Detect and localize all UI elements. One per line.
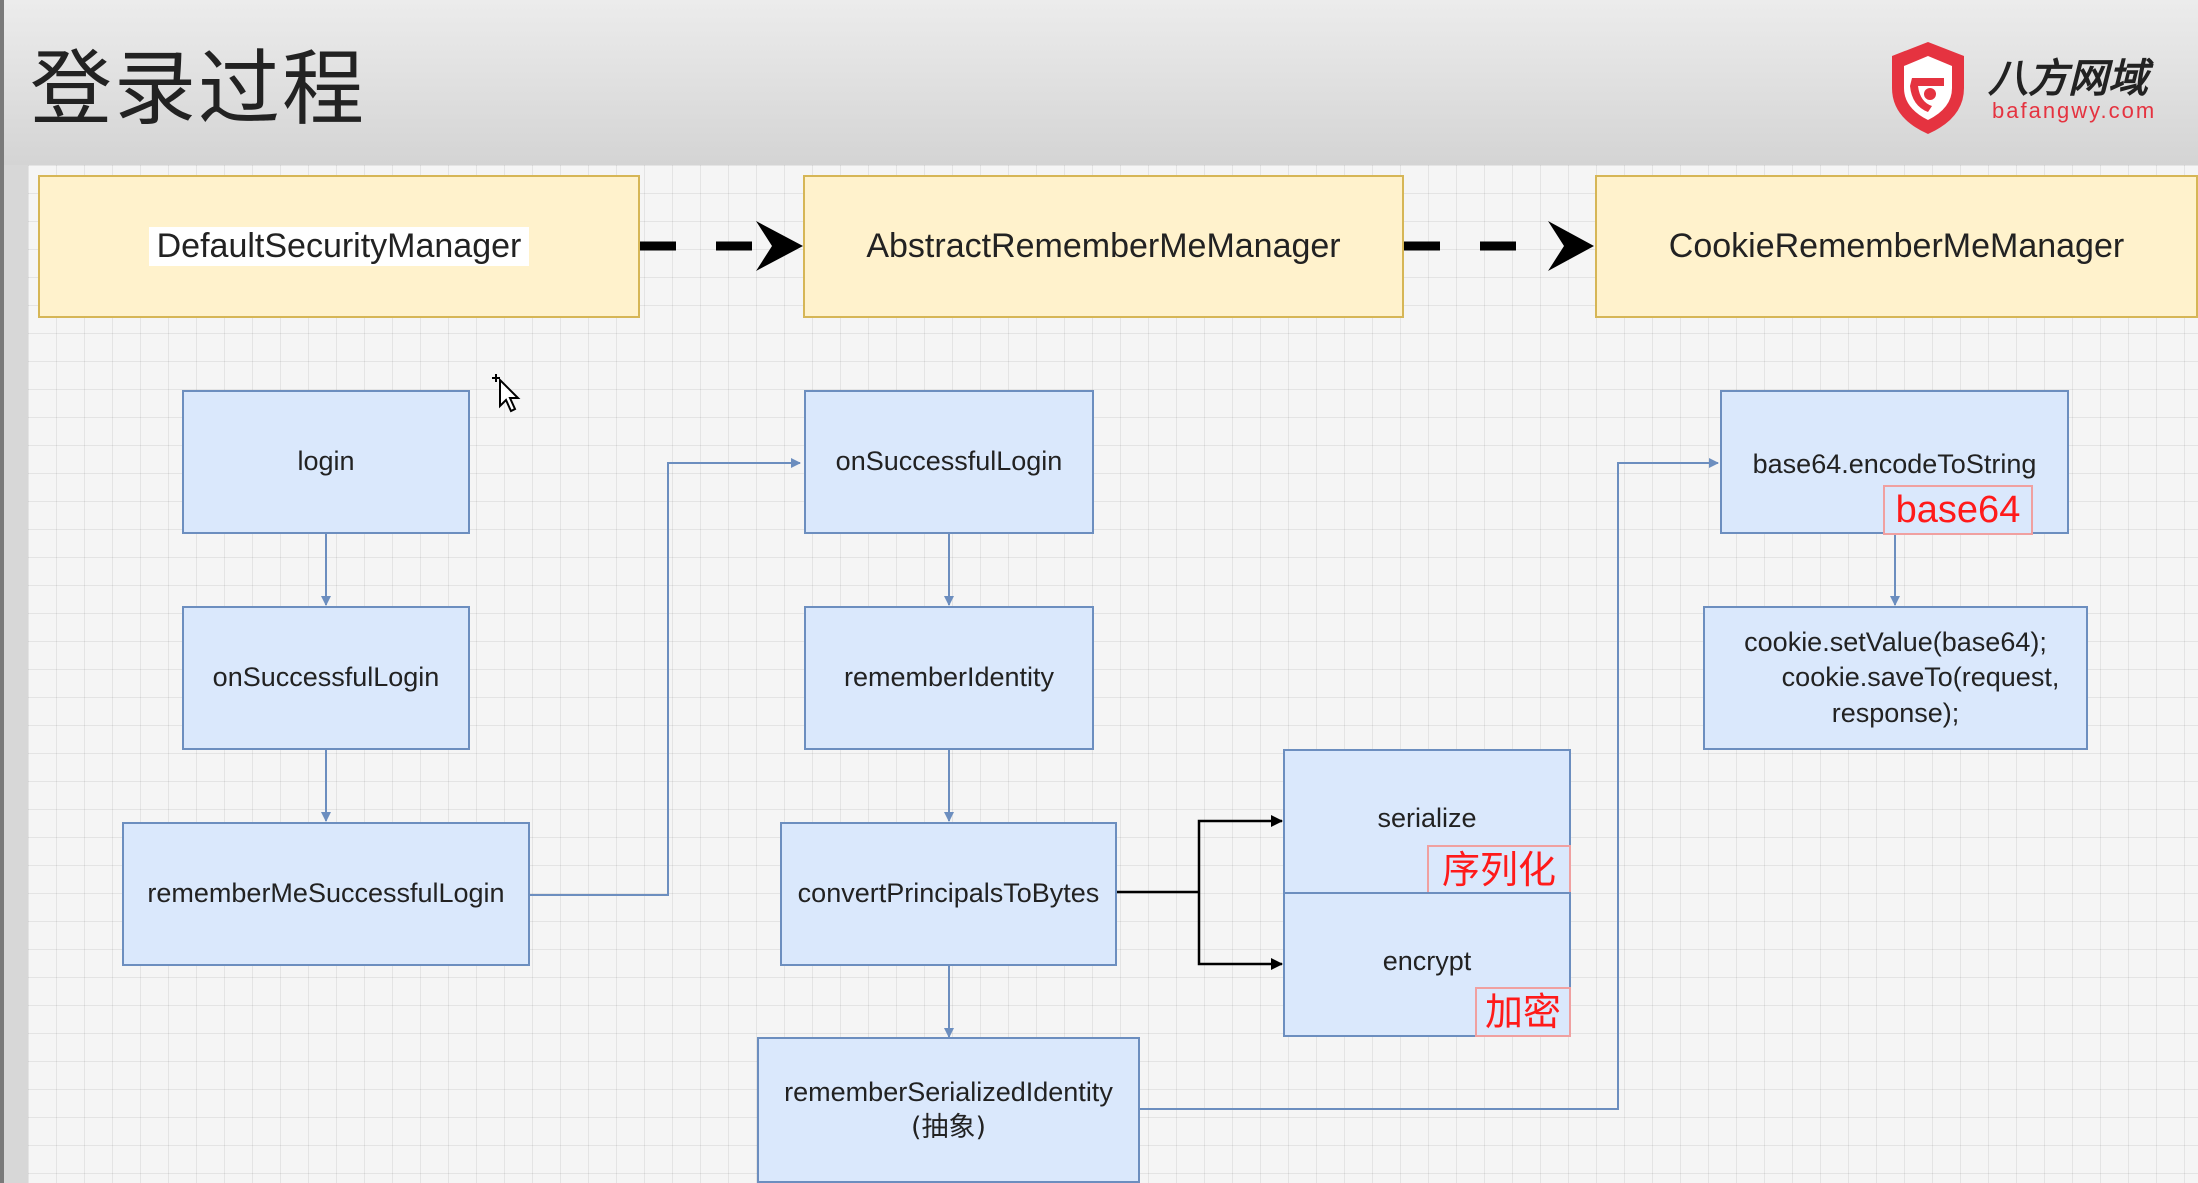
dashed-arrow-abstract-to-cookie bbox=[1404, 221, 1594, 271]
dashed-arrow-default-to-abstract bbox=[640, 221, 803, 271]
method-on-successful-login-dsm: onSuccessfulLogin bbox=[182, 606, 470, 750]
method-remember-me-successful-login: rememberMeSuccessfulLogin bbox=[122, 822, 530, 966]
method-label: serialize bbox=[1377, 803, 1477, 833]
edge-rememberme-to-arm-onsuccess bbox=[530, 458, 801, 896]
class-label: DefaultSecurityManager bbox=[148, 227, 530, 266]
method-label: cookie.setValue(base64); bbox=[1744, 627, 2047, 658]
annotation-serialize: 序列化 bbox=[1427, 845, 1571, 895]
class-label: CookieRememberMeManager bbox=[1668, 227, 2125, 265]
method-label: onSuccessfulLogin bbox=[212, 662, 440, 693]
annotation-base64: base64 bbox=[1883, 485, 2033, 535]
class-abstract-remember-me-manager: AbstractRememberMeManager bbox=[803, 175, 1404, 318]
method-label: rememberSerializedIdentity bbox=[784, 1076, 1113, 1107]
window-edge bbox=[0, 0, 4, 1183]
method-label: onSuccessfulLogin bbox=[835, 446, 1063, 477]
shield-logo-icon bbox=[1892, 42, 1964, 134]
method-label: base64.encodeToString bbox=[1752, 449, 2037, 479]
diagram-canvas: DefaultSecurityManager AbstractRememberM… bbox=[28, 165, 2198, 1183]
method-cookie-set-and-save: cookie.setValue(base64); cookie.saveTo(r… bbox=[1703, 606, 2088, 750]
class-default-security-manager: DefaultSecurityManager bbox=[38, 175, 640, 318]
move-cursor-icon bbox=[492, 374, 521, 413]
method-label: convertPrincipalsToBytes bbox=[797, 878, 1100, 909]
method-label: rememberMeSuccessfulLogin bbox=[147, 878, 505, 909]
brand-logo: 八方网域 bafangwy.com bbox=[1888, 40, 2188, 140]
method-label: response); bbox=[1831, 697, 1960, 728]
method-label: cookie.saveTo(request, bbox=[1781, 662, 2060, 693]
slide-header bbox=[0, 0, 2198, 165]
edge-convert-to-serialize-encrypt bbox=[1117, 815, 1283, 970]
method-on-successful-login-arm: onSuccessfulLogin bbox=[804, 390, 1094, 534]
page-title: 登录过程 bbox=[30, 42, 367, 137]
class-label: AbstractRememberMeManager bbox=[866, 227, 1341, 265]
logo-url: bafangwy.com bbox=[1992, 98, 2157, 123]
edge-serializedidentity-to-base64 bbox=[1140, 458, 1719, 1110]
method-note: (抽象) bbox=[910, 1112, 987, 1143]
method-remember-serialized-identity: rememberSerializedIdentity (抽象) bbox=[757, 1037, 1140, 1183]
logo-name: 八方网域 bbox=[1988, 56, 2148, 102]
annotation-encrypt: 加密 bbox=[1475, 987, 1571, 1037]
method-remember-identity: rememberIdentity bbox=[804, 606, 1094, 750]
connector-layer bbox=[321, 221, 1900, 1110]
method-login: login bbox=[182, 390, 470, 534]
method-convert-principals-to-bytes: convertPrincipalsToBytes bbox=[780, 822, 1117, 966]
class-cookie-remember-me-manager: CookieRememberMeManager bbox=[1595, 175, 2198, 318]
method-label: rememberIdentity bbox=[843, 662, 1055, 693]
method-label: encrypt bbox=[1382, 946, 1472, 976]
method-label: login bbox=[297, 446, 355, 477]
